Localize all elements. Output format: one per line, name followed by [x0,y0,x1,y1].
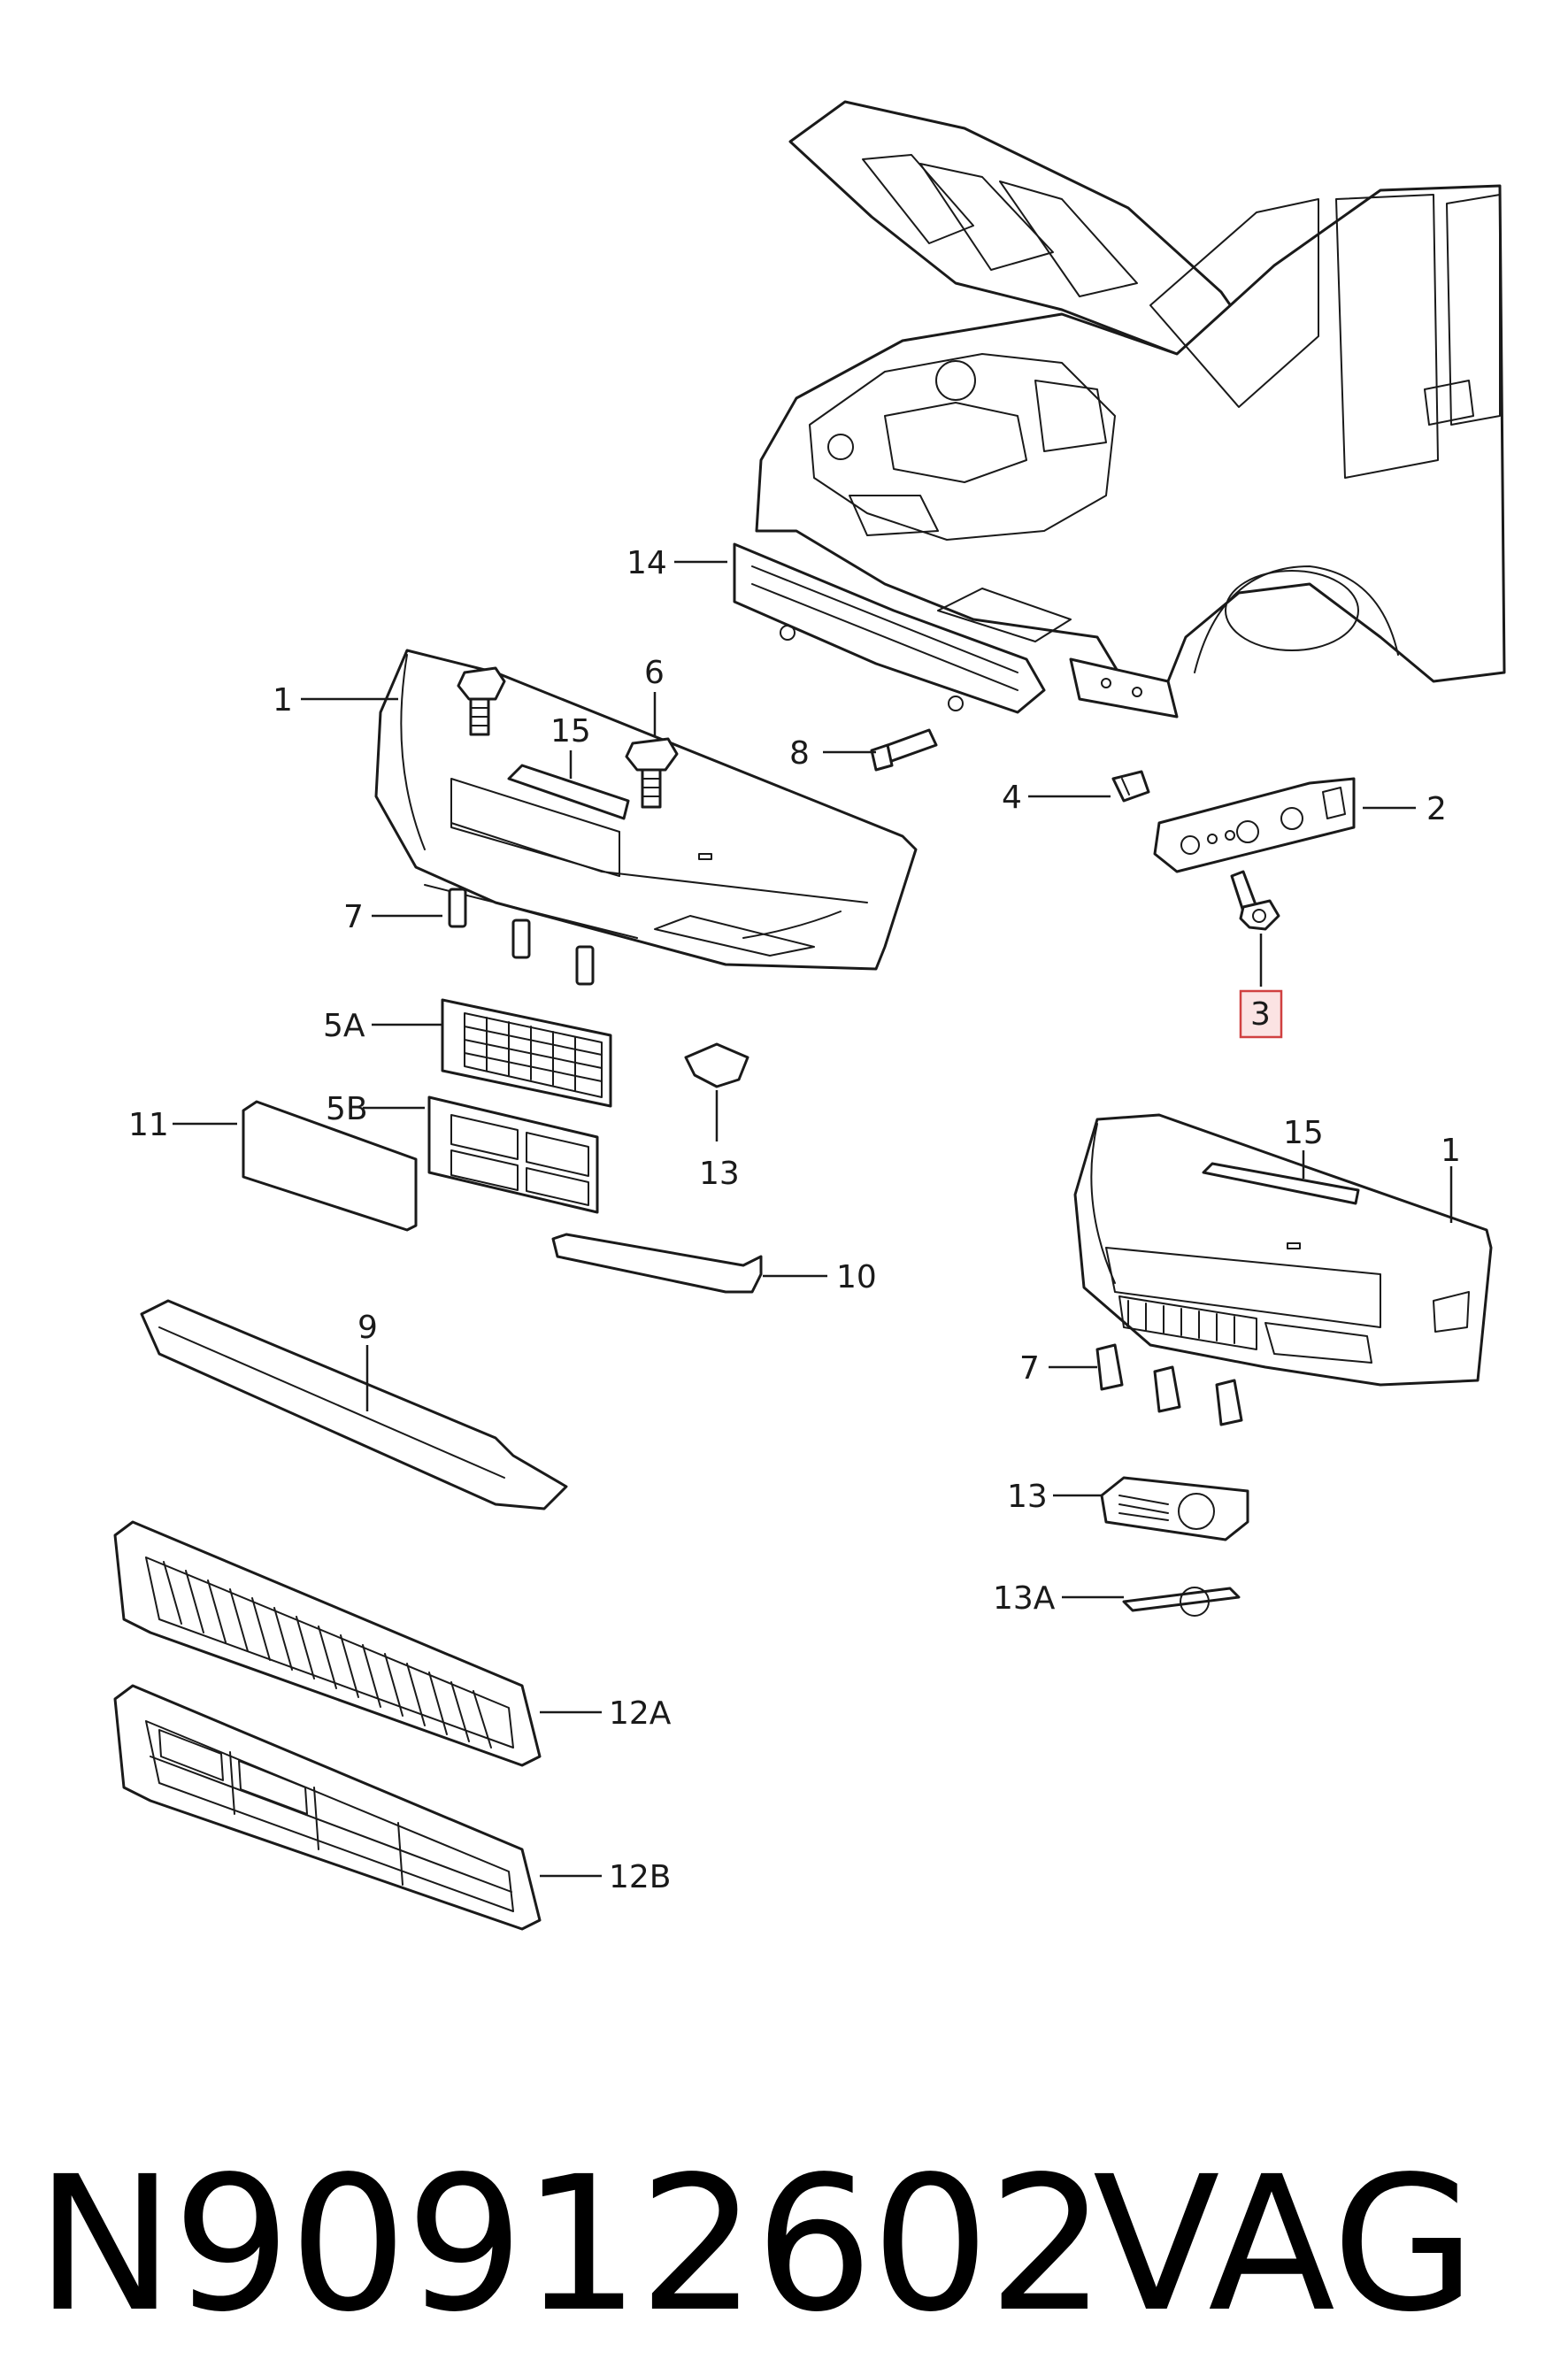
footer-caption: N90912602 VAG [0,2115,1568,2375]
clips-7-right [1095,1343,1243,1426]
highlight-box-3 [1239,989,1283,1039]
trim-strip-10 [551,1233,763,1294]
callout-12b: 12B [609,1859,672,1895]
front-bumper-cover-left [374,649,918,971]
callout-6: 6 [644,655,665,691]
tow-hook-cover-13-left [684,1042,749,1088]
brand-name: VAG [1093,2136,1476,2353]
callout-15-right: 15 [1283,1115,1324,1151]
callout-13-right: 13 [1007,1479,1048,1515]
bolt-upper-left [457,666,506,736]
bolt-8 [870,728,938,772]
callout-7-left: 7 [343,899,364,935]
callout-12a: 12A [609,1695,672,1732]
callout-2: 2 [1426,791,1447,827]
clip-4 [1111,770,1150,803]
callout-1-left: 1 [273,682,293,719]
bracket-2 [1153,777,1356,873]
car-body-illustration [733,100,1506,719]
callout-3: 3 [1250,996,1271,1033]
callout-7-right: 7 [1019,1350,1040,1387]
trim-strip-9 [140,1299,568,1510]
callout-5a: 5A [323,1008,365,1044]
front-bumper-cover-right [1073,1113,1493,1387]
trim-strip-right [1202,1162,1360,1205]
part-number: N90912602 [35,2136,1106,2353]
screw-3 [1230,870,1280,931]
grille-insert-5a [441,998,612,1108]
parts-diagram: 14 1 6 15 8 4 2 3 7 5A 5B 11 13 10 15 1 … [113,100,1506,1931]
licence-plate-base-11 [242,1100,418,1232]
clips-7-left [448,888,595,986]
fog-cover-13-right [1100,1476,1249,1541]
callout-14: 14 [626,545,667,581]
leader-lines [173,560,1453,1878]
callout-11: 11 [128,1107,169,1143]
radiator-grille-12a [113,1520,542,1767]
bolt-6 [625,737,679,809]
callout-15-left: 15 [550,713,591,749]
radiator-grille-12b [113,1684,542,1931]
callout-13a: 13A [993,1580,1056,1617]
callout-9: 9 [357,1310,378,1346]
callout-1-right: 1 [1441,1133,1461,1169]
callout-5b: 5B [326,1091,368,1127]
callout-4: 4 [1002,780,1022,816]
trim-strip-left [507,764,630,820]
grille-insert-5b [427,1095,599,1214]
callout-10: 10 [836,1259,877,1295]
callout-8: 8 [789,735,810,772]
callout-13-left: 13 [699,1156,740,1192]
fog-cover-13a [1122,1587,1241,1617]
